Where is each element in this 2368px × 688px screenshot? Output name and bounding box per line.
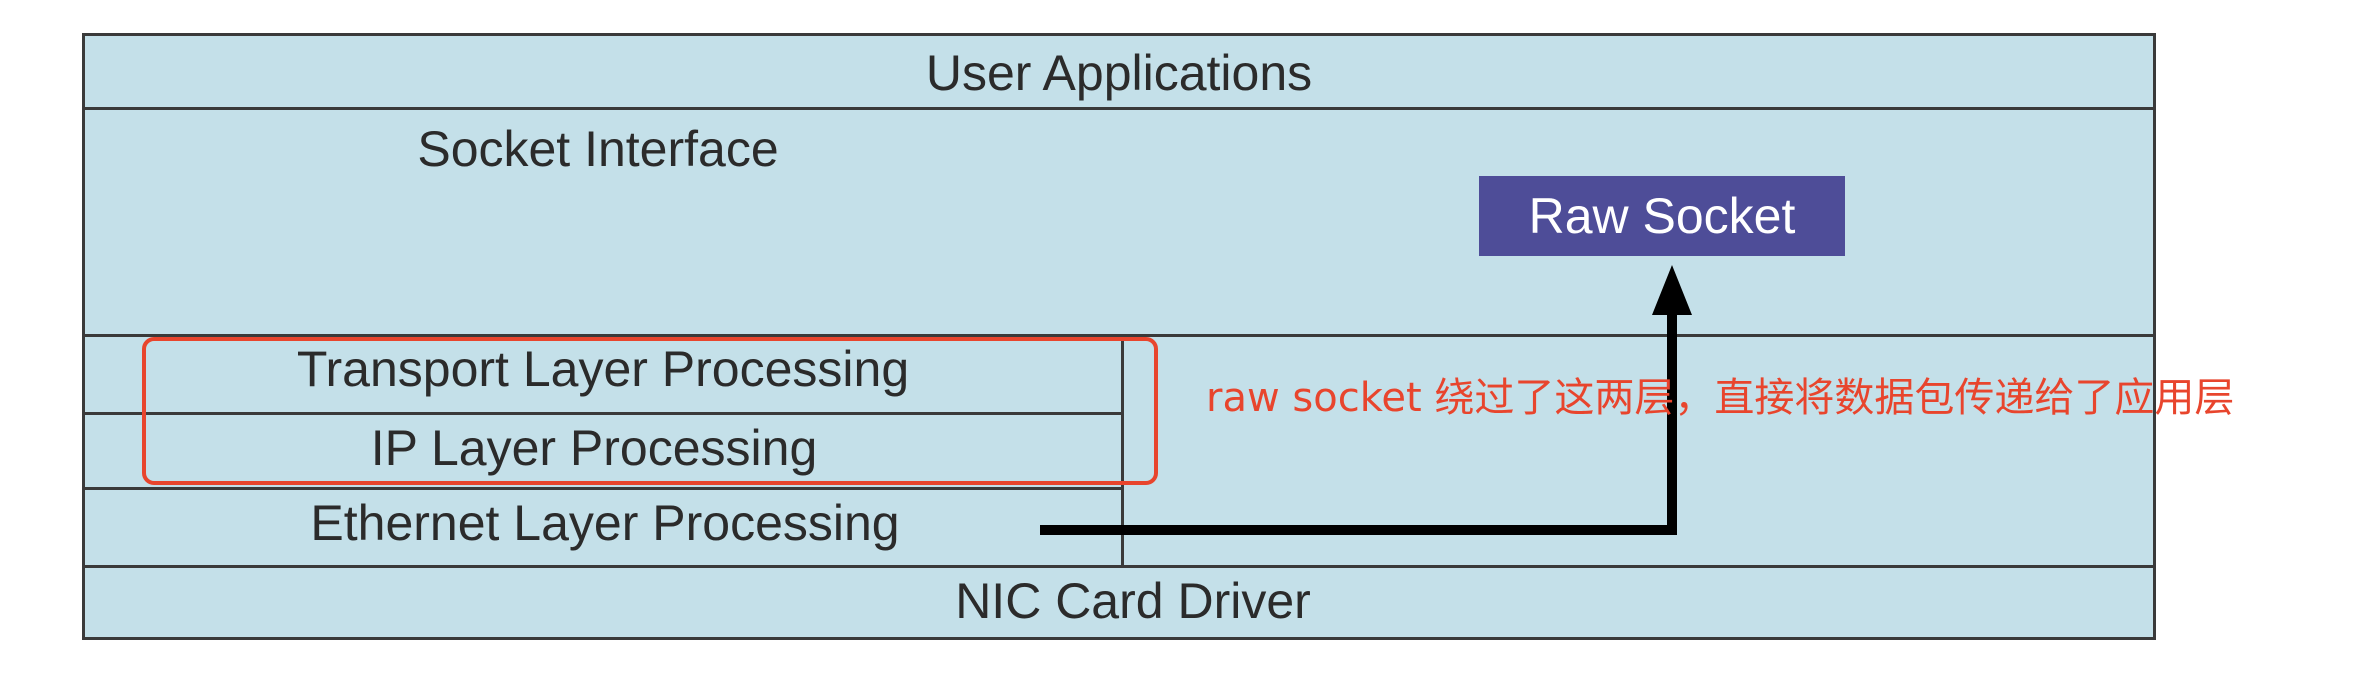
- ethernet-layer-label: Ethernet Layer Processing: [310, 495, 900, 551]
- user-applications-label: User Applications: [925, 45, 1313, 101]
- ip-layer-label: IP Layer Processing: [370, 420, 818, 476]
- arrow-path: [1040, 315, 1677, 535]
- divider-user-apps: [82, 107, 2156, 110]
- nic-card-driver-label: NIC Card Driver: [955, 573, 1311, 629]
- transport-layer-label: Transport Layer Processing: [296, 341, 910, 397]
- divider-ethernet: [82, 565, 2156, 568]
- divider-ip: [82, 487, 1124, 490]
- bypass-annotation: raw socket 绕过了这两层，直接将数据包传递给了应用层: [1206, 375, 2235, 421]
- divider-socket-interface: [82, 334, 2156, 337]
- raw-socket-label: Raw Socket: [1528, 188, 1796, 244]
- arrow-head: [1652, 265, 1692, 315]
- divider-transport: [82, 412, 1124, 415]
- raw-socket-box: Raw Socket: [1479, 176, 1845, 256]
- bypassed-layers-highlight: [142, 337, 1158, 485]
- socket-interface-label: Socket Interface: [417, 121, 779, 177]
- divider-vertical: [1121, 334, 1124, 568]
